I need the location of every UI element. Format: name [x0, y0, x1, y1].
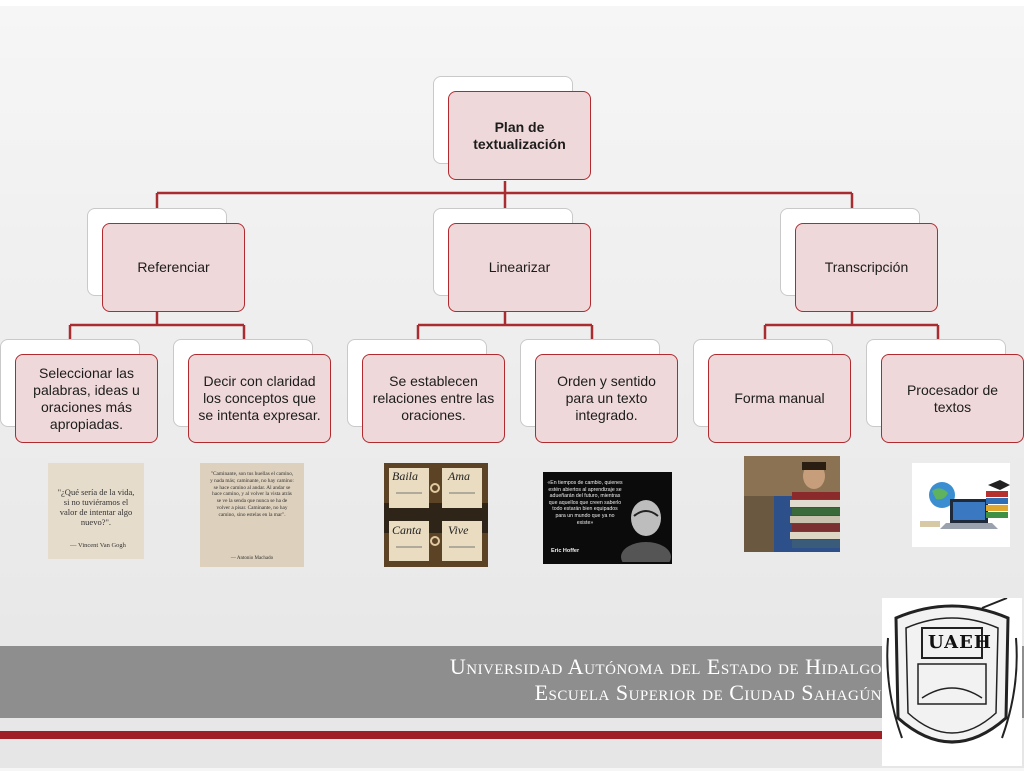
card-word-ama: Ama: [448, 469, 470, 483]
node-orden: Orden y sentido para un texto integrado.: [520, 339, 678, 443]
crest-logo-text: UAEH: [928, 632, 992, 653]
hoffer-quote-author: Eric Hoffer: [551, 548, 580, 554]
university-banner: Universidad Autónoma del Estado de Hidal…: [0, 646, 1024, 718]
image-vangogh-quote: "¿Qué sería de la vida, si no tuviéramos…: [48, 463, 144, 559]
university-name: Universidad Autónoma del Estado de Hidal…: [449, 654, 882, 679]
node-procesador: Procesador de textos: [866, 339, 1024, 443]
node-relaciones-label: Se establecen relaciones entre las oraci…: [362, 354, 505, 443]
image-baila-ama-canta-vive: Baila Ama Canta Vive: [384, 463, 488, 567]
node-seleccionar-label: Seleccionar las palabras, ideas u oracio…: [15, 354, 158, 443]
node-procesador-label: Procesador de textos: [881, 354, 1024, 443]
node-seleccionar: Seleccionar las palabras, ideas u oracio…: [0, 339, 158, 443]
node-root: Plan de textualización: [433, 76, 591, 180]
node-root-label: Plan de textualización: [448, 91, 591, 180]
machado-quote-author: — Antonio Machado: [230, 556, 274, 561]
top-strip: [0, 0, 1024, 6]
image-student-books: [744, 456, 840, 552]
image-computer-books: [912, 463, 1010, 547]
school-name: Escuela Superior de Ciudad Sahagún: [534, 680, 882, 705]
image-eric-hoffer-quote: «En tiempos de cambio, quienes estén abi…: [543, 472, 672, 564]
node-referenciar-label: Referenciar: [102, 223, 245, 312]
node-decir-label: Decir con claridad los conceptos que se …: [188, 354, 331, 443]
node-transcripcion: Transcripción: [780, 208, 938, 312]
node-relaciones: Se establecen relaciones entre las oraci…: [347, 339, 505, 443]
node-referenciar: Referenciar: [87, 208, 245, 312]
crest-graphic: [882, 597, 1022, 766]
card-word-baila: Baila: [392, 469, 418, 483]
node-linearizar: Linearizar: [433, 208, 591, 312]
vangogh-quote-author: — Vincent Van Gogh: [70, 542, 126, 549]
machado-quote-text: "Caminante, son tus huellas el camino, y…: [210, 471, 294, 518]
red-stripe: [0, 731, 900, 739]
node-forma-manual: Forma manual: [693, 339, 851, 443]
node-forma-manual-label: Forma manual: [708, 354, 851, 443]
uaeh-crest-logo: UAEH: [882, 597, 1022, 766]
student-books-graphic: [744, 456, 840, 552]
hoffer-portrait: [621, 500, 671, 562]
image-machado-quote: "Caminante, son tus huellas el camino, y…: [200, 463, 304, 567]
node-orden-label: Orden y sentido para un texto integrado.: [535, 354, 678, 443]
computer-books-graphic: [920, 480, 1010, 529]
vangogh-quote-text: "¿Qué sería de la vida, si no tuviéramos…: [57, 487, 135, 527]
card-word-vive: Vive: [448, 523, 469, 537]
node-transcripcion-label: Transcripción: [795, 223, 938, 312]
hoffer-quote-text: «En tiempos de cambio, quienes estén abi…: [547, 480, 623, 526]
node-linearizar-label: Linearizar: [448, 223, 591, 312]
cards-graphic: [384, 468, 488, 561]
card-word-canta: Canta: [392, 523, 422, 537]
node-decir: Decir con claridad los conceptos que se …: [173, 339, 331, 443]
